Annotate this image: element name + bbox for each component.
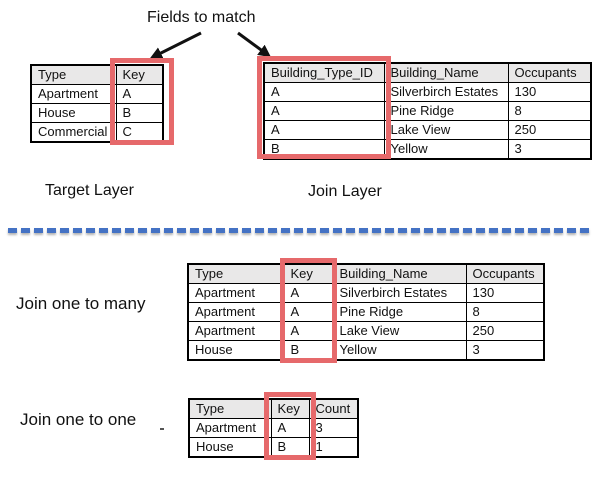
fields-to-match-label: Fields to match (147, 9, 256, 26)
table-cell: 8 (465, 302, 545, 322)
table-cell: Apartment (187, 283, 285, 303)
table-cell: Silverbirch Estates (383, 82, 509, 102)
table-cell: 3 (308, 418, 359, 438)
target-layer-label: Target Layer (45, 182, 134, 199)
column-header: Building_Type_ID (263, 62, 385, 83)
table-cell: A (263, 82, 385, 102)
table-cell: A (115, 84, 164, 104)
table-cell: Silverbirch Estates (332, 283, 467, 303)
table-cell: 3 (507, 139, 592, 160)
column-header: Count (308, 398, 359, 419)
table-cell: 8 (507, 101, 592, 121)
dashed-divider-line (8, 228, 592, 233)
table-cell: Lake View (383, 120, 509, 140)
table-cell: 1 (308, 437, 359, 458)
column-header: Key (115, 64, 164, 85)
column-header: Building_Name (332, 263, 467, 284)
column-header: Occupants (465, 263, 545, 284)
table-cell: House (188, 437, 272, 458)
table-cell: 250 (465, 321, 545, 341)
table-cell: C (115, 122, 164, 143)
column-header: Building_Name (383, 62, 509, 83)
table-cell: A (263, 120, 385, 140)
column-header: Type (188, 398, 272, 419)
column-header: Occupants (507, 62, 592, 83)
table-cell: B (263, 139, 385, 160)
fields-match-arrow-target (149, 31, 202, 59)
table-cell: Apartment (187, 302, 285, 322)
table-cell: Lake View (332, 321, 467, 341)
join-one-to-many-label: Join one to many (16, 294, 146, 313)
table-cell: A (283, 302, 334, 322)
table-cell: A (270, 418, 310, 438)
table-cell: A (283, 321, 334, 341)
table-cell: Apartment (30, 84, 117, 104)
join-layer-label: Join Layer (308, 183, 382, 200)
column-header: Key (270, 398, 310, 419)
column-header: Type (30, 64, 117, 85)
table-cell: 130 (507, 82, 592, 102)
table-cell: B (270, 437, 310, 458)
table-cell: House (30, 103, 117, 123)
table-cell: Pine Ridge (383, 101, 509, 121)
table-cell: B (283, 340, 334, 361)
table-cell: 3 (465, 340, 545, 361)
table-cell: 130 (465, 283, 545, 303)
table-cell: A (263, 101, 385, 121)
stray-dot-mark (160, 428, 164, 430)
fields-match-arrow-join (237, 31, 272, 58)
column-header: Key (283, 263, 334, 284)
table-cell: Yellow (332, 340, 467, 361)
table-cell: B (115, 103, 164, 123)
table-cell: 250 (507, 120, 592, 140)
table-cell: A (283, 283, 334, 303)
table-cell: Pine Ridge (332, 302, 467, 322)
join-one-to-one-label: Join one to one (20, 410, 137, 429)
table-cell: House (187, 340, 285, 361)
table-cell: Commercial (30, 122, 117, 143)
table-cell: Apartment (187, 321, 285, 341)
column-header: Type (187, 263, 285, 284)
table-cell: Yellow (383, 139, 509, 160)
table-cell: Apartment (188, 418, 272, 438)
